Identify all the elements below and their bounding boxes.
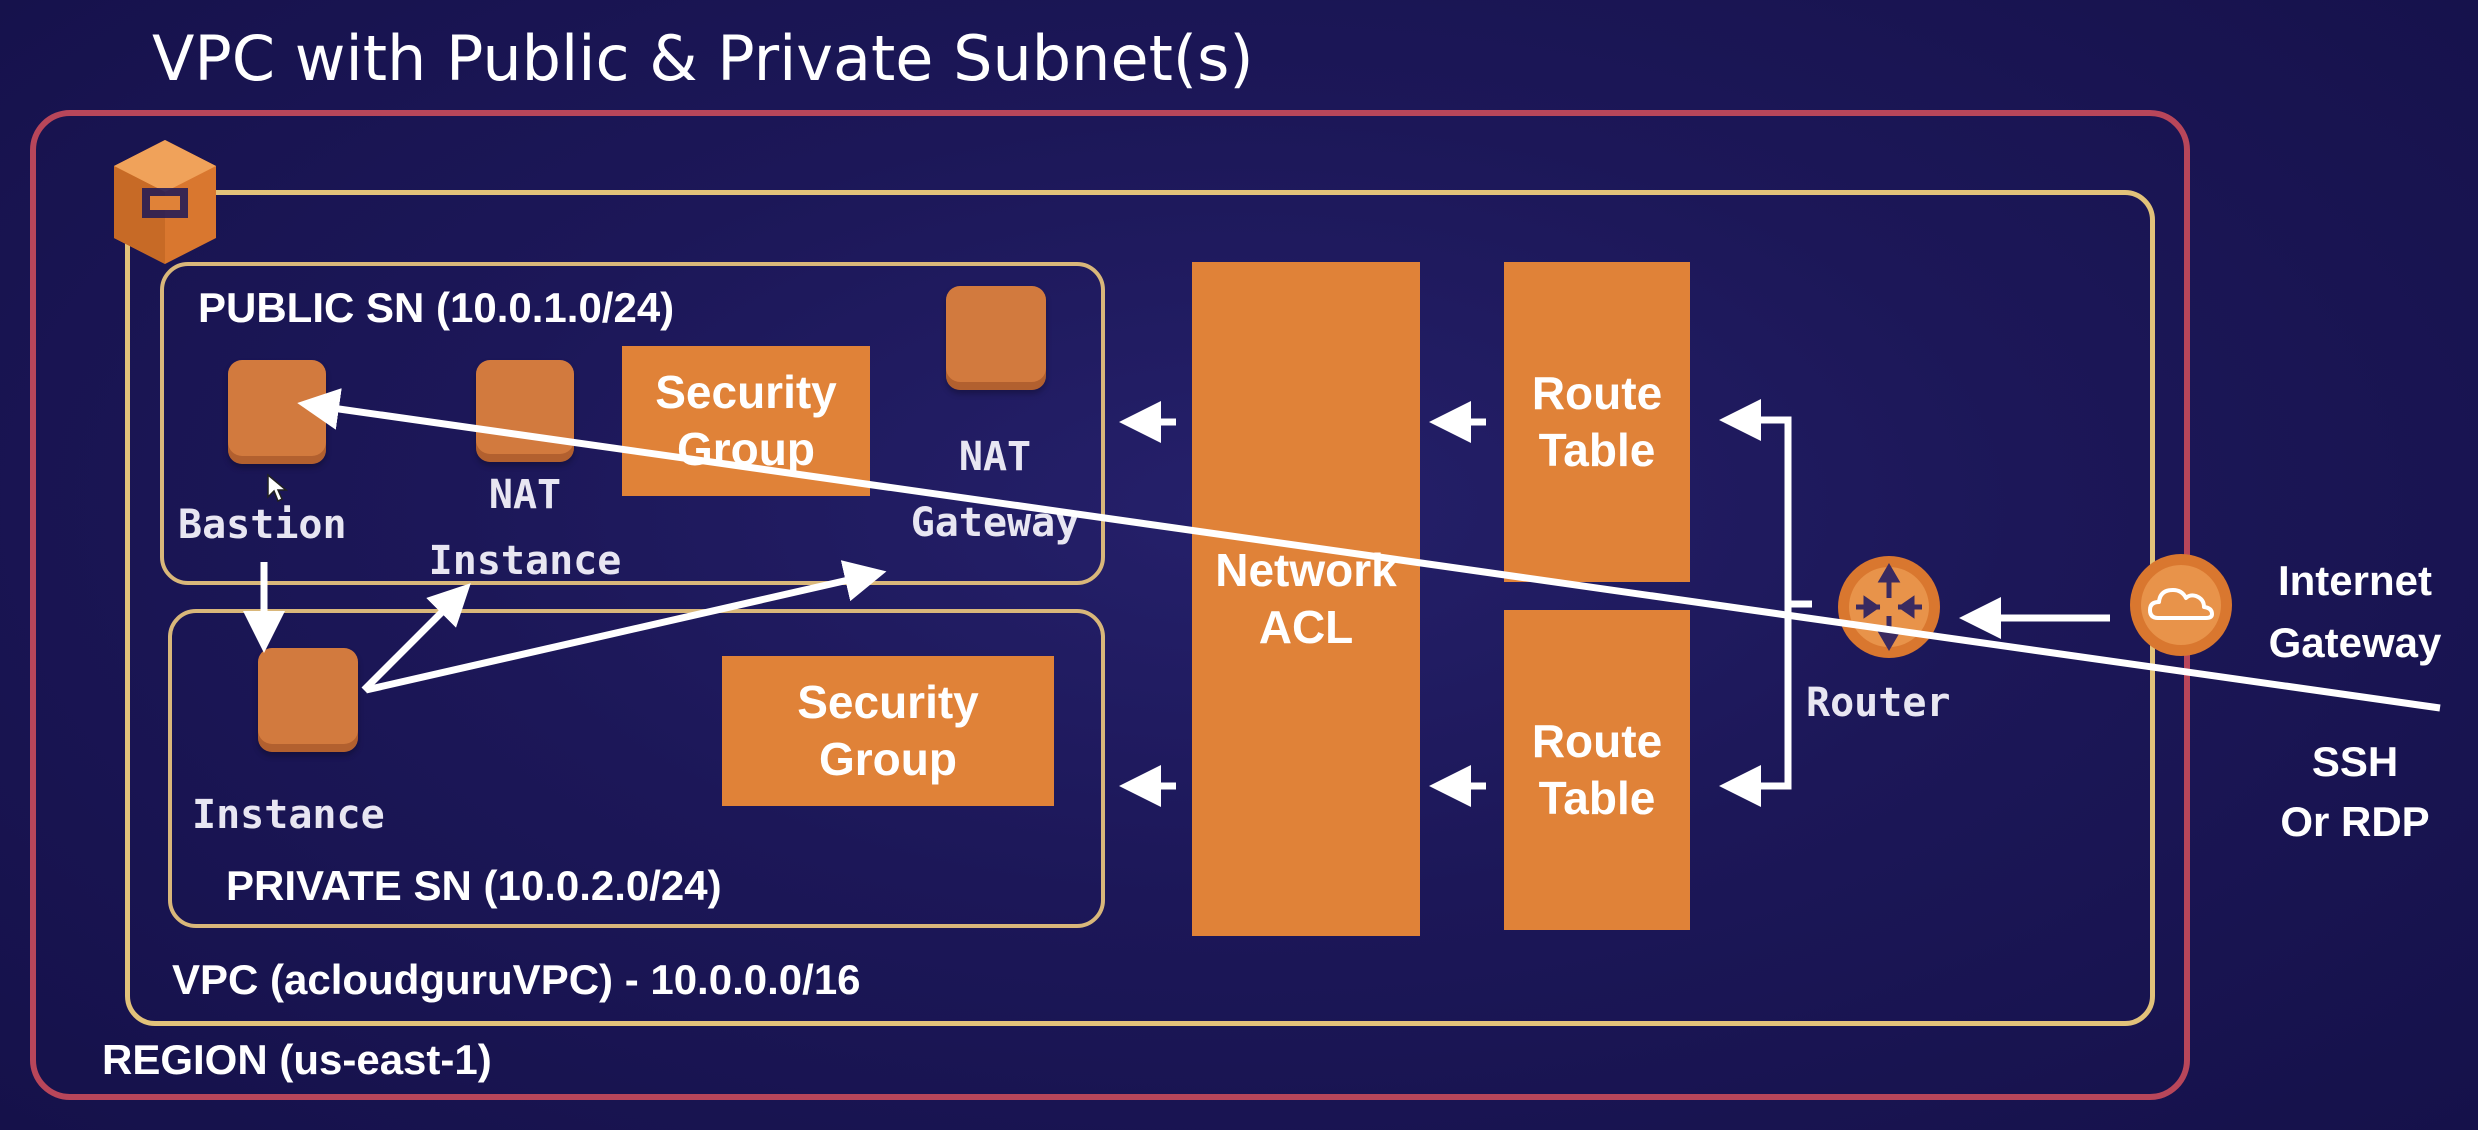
nat-gateway-label-line1: NAT (958, 434, 1032, 480)
route-table-private: Route Table (1504, 610, 1690, 930)
cloud-icon (2128, 552, 2234, 658)
region-label: REGION (us-east-1) (102, 1036, 492, 1083)
ssh-line1: SSH (2311, 738, 2399, 785)
vpc-label: VPC (acloudguruVPC) - 10.0.0.0/16 (172, 956, 861, 1003)
network-acl: Network ACL (1192, 262, 1420, 936)
private-instance-icon (258, 648, 358, 752)
instance-to-nat-gateway-arrow (365, 560, 887, 694)
cursor-icon (266, 473, 289, 503)
vpc-icon (112, 138, 218, 266)
router-to-rt1-arrow (1719, 399, 1812, 608)
route-table-private-line2: Table (1538, 772, 1656, 824)
nat-instance-icon (476, 360, 574, 462)
private-subnet-box (168, 609, 1105, 928)
internet-gateway-line1: Internet (2277, 557, 2432, 604)
router-to-rt2-arrow (1719, 604, 1792, 807)
bastion-label: Bastion (178, 502, 347, 548)
internet-gateway-label: Internet Gateway (2240, 550, 2470, 674)
network-acl-line2: ACL (1258, 601, 1354, 653)
route-table-public: Route Table (1504, 262, 1690, 582)
internet-gateway-line2: Gateway (2268, 619, 2442, 666)
public-sg-line1: Security (655, 365, 837, 418)
public-subnet-box (160, 262, 1105, 585)
instance-to-nat-instance-arrow (361, 583, 471, 693)
private-instance-label: Instance (192, 792, 385, 838)
public-security-group: Security Group (622, 346, 870, 496)
page-title: VPC with Public & Private Subnet(s) (152, 22, 1254, 95)
ssh-line2: Or RDP (2280, 798, 2430, 845)
router-label: Router (1806, 680, 1951, 726)
private-sg-line1: Security (797, 675, 979, 728)
public-subnet-label: PUBLIC SN (10.0.1.0/24) (198, 284, 675, 331)
ssh-to-bastion-arrow (297, 388, 2441, 712)
private-sg-line2: Group (819, 733, 957, 785)
nat-instance-label-line1: NAT (488, 472, 562, 518)
nat-gateway-icon (946, 286, 1046, 390)
nat-instance-label-line2: Instance (428, 538, 622, 584)
private-security-group: Security Group (722, 656, 1054, 806)
route-table-public-line2: Table (1538, 424, 1656, 476)
private-subnet-label: PRIVATE SN (10.0.2.0/24) (226, 862, 722, 909)
ssh-label: SSH Or RDP (2240, 732, 2470, 852)
route-table-public-line1: Route (1531, 366, 1663, 419)
nat-instance-label: NAT Instance (410, 462, 640, 594)
route-table-private-line1: Route (1531, 714, 1663, 767)
